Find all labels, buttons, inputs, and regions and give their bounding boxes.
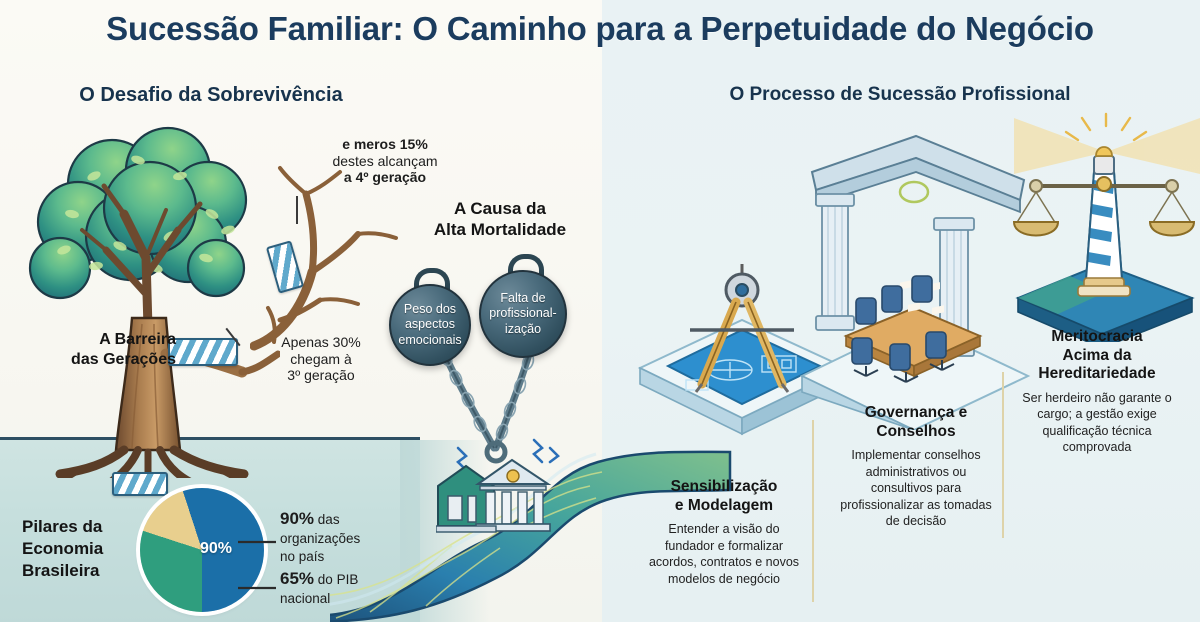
step-governanca-desc: Implementar conselhos administrativos ou…	[840, 448, 992, 529]
stat-generation3: Apenas 30% chegam à 3º geração	[246, 334, 396, 384]
dead-branch-illustration	[250, 166, 398, 351]
step3-title-l2: Acima da	[1062, 346, 1132, 364]
chained-institution-icon	[436, 458, 552, 533]
barrier-label: A Barreira das Gerações	[26, 330, 176, 370]
weight-prof-l2: profissional-	[489, 306, 557, 321]
pie-callout-2-value: 65%	[280, 569, 315, 588]
governance-boardroom-platform	[799, 134, 1031, 430]
stat-generation4: e meros 15% destes alcançam a 4º geração	[300, 136, 470, 186]
pie-callout-2-l1: do PIB	[317, 572, 359, 587]
barrier-label-line1: A Barreira	[99, 331, 176, 348]
pie-slices	[140, 488, 264, 612]
pie-center-label: 90%	[200, 540, 233, 557]
pie-callout-2-l2: nacional	[280, 591, 331, 607]
pillars-heading-l2: Economia	[22, 539, 104, 559]
cause-heading-line1: A Causa da	[454, 199, 546, 218]
pie-callout-1-l1: das	[317, 512, 340, 527]
section-heading-left: O Desafio da Sobrevivência	[79, 84, 343, 106]
step-meritocracia-title: Meritocracia Acima da Hereditariedade	[1014, 328, 1180, 384]
step-meritocracia-desc: Ser herdeiro não garante o cargo; a gest…	[1022, 390, 1172, 455]
divider-2	[1002, 372, 1004, 538]
meritocracy-lighthouse-scales	[1012, 112, 1200, 342]
weight-handle-emotional	[414, 268, 450, 291]
weight-prof-l1: Falta de	[500, 291, 546, 306]
step-sensibilizacao: Sensibilização e Modelagem Entender a vi…	[648, 478, 800, 587]
step1-title-l1: Sensibilização	[670, 478, 778, 495]
step2-title-l2: Conselhos	[876, 422, 956, 440]
weight-emotional-l1: Peso dos	[403, 302, 457, 317]
weight-emotional: Peso dos aspectos emocionais	[389, 284, 471, 366]
family-tree-illustration	[28, 126, 280, 478]
pie-callout-1-l3: no país	[280, 548, 325, 564]
leader-line-generation4	[296, 196, 298, 224]
barrier-band-trunk	[112, 472, 168, 496]
weight-emotional-l2: aspectos	[404, 317, 455, 332]
pillars-heading-l1: Pilares da	[22, 517, 103, 536]
step2-title-l1: Governança e	[864, 404, 968, 421]
weight-handle-professionalization	[508, 254, 544, 277]
stat-generation4-line2: destes alcançam	[332, 152, 438, 169]
cause-heading-line2: Alta Mortalidade	[433, 220, 567, 240]
pie-callout-1-l2: organizações	[280, 531, 361, 547]
blueprint-compass-platform	[637, 264, 849, 436]
step1-title-l2: e Modelagem	[674, 496, 774, 514]
step-governanca-title: Governança e Conselhos	[838, 404, 994, 441]
pillars-heading: Pilares da Economia Brasileira	[22, 516, 142, 582]
weight-emotional-label: Peso dos aspectos emocionais	[392, 302, 467, 348]
pillars-pie-chart: 90%	[140, 488, 264, 612]
pie-callout-1-value: 90%	[280, 509, 315, 528]
stat-generation3-line1: Apenas 30%	[281, 334, 361, 350]
pie-callout-lines	[238, 540, 276, 590]
weight-professionalization: Falta de profissional- ização	[479, 270, 567, 358]
step-governanca: Governança e Conselhos Implementar conse…	[838, 404, 994, 530]
stat-generation4-line3: a 4º geração	[343, 169, 427, 186]
stat-generation3-line3: 3º geração	[287, 367, 355, 384]
cause-heading: A Causa da Alta Mortalidade	[400, 198, 600, 241]
page-title: Sucessão Familiar: O Caminho para a Perp…	[106, 10, 1094, 47]
weight-emotional-l3: emocionais	[398, 332, 462, 347]
stat-generation3-line2: chegam à	[290, 350, 352, 367]
barrier-band-generation3	[168, 338, 238, 366]
stat-generation4-line1: e meros 15%	[342, 136, 428, 152]
pie-callout-organizations: 90% das organizações no país	[280, 508, 400, 565]
step3-title-l1: Meritocracia	[1051, 328, 1143, 345]
section-heading-right: O Processo de Sucessão Profissional	[729, 84, 1071, 105]
step-sensibilizacao-desc: Entender a visão do fundador e formaliza…	[648, 522, 800, 586]
pillars-heading-l3: Brasileira	[22, 561, 100, 581]
weight-professionalization-label: Falta de profissional- ização	[483, 291, 562, 337]
step-meritocracia: Meritocracia Acima da Hereditariedade Se…	[1014, 328, 1180, 456]
barrier-label-line2: das Gerações	[71, 351, 176, 368]
step-sensibilizacao-title: Sensibilização e Modelagem	[648, 478, 800, 515]
pie-callout-gdp: 65% do PIB nacional	[280, 568, 400, 608]
step3-title-l3: Hereditariedade	[1038, 365, 1156, 383]
divider-1	[812, 420, 814, 602]
weight-prof-l3: ização	[504, 321, 542, 336]
